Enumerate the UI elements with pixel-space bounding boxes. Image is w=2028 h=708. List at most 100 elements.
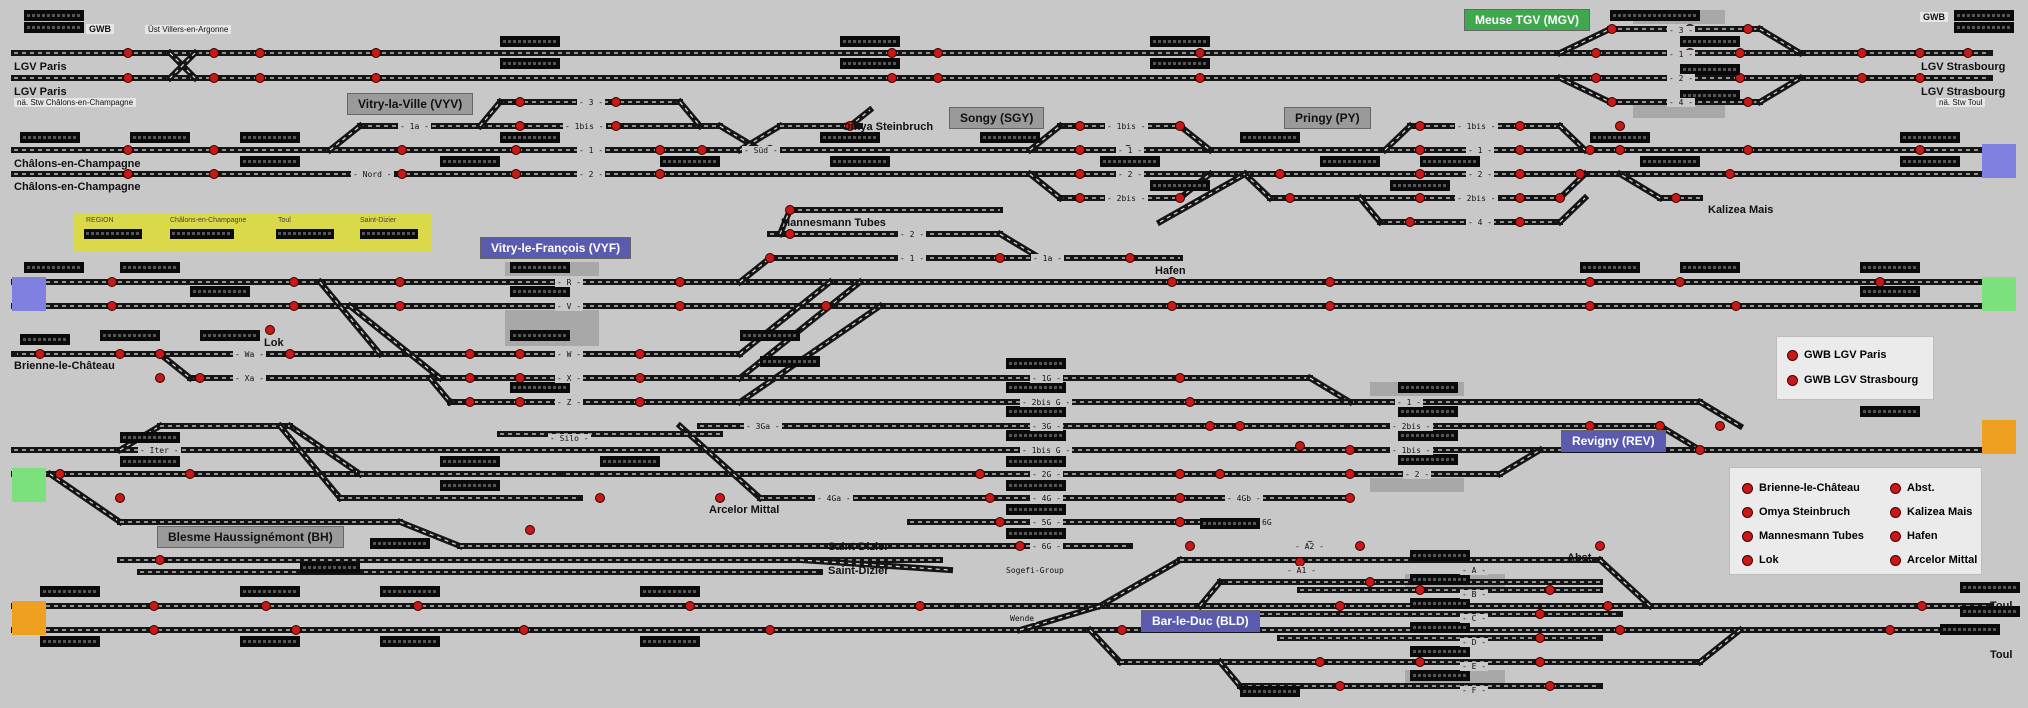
- station-pringy[interactable]: Pringy (PY): [1284, 107, 1371, 129]
- signal-icon[interactable]: [1167, 277, 1177, 287]
- signal-icon[interactable]: [655, 145, 665, 155]
- gwb-legend-item[interactable]: GWB LGV Paris: [1787, 349, 1887, 361]
- signal-icon[interactable]: [635, 397, 645, 407]
- signal-icon[interactable]: [1235, 421, 1245, 431]
- signal-icon[interactable]: [123, 145, 133, 155]
- signal-icon[interactable]: [255, 48, 265, 58]
- signal-icon[interactable]: [1175, 373, 1185, 383]
- track-segment[interactable]: [735, 301, 885, 407]
- signal-icon[interactable]: [255, 73, 265, 83]
- signal-icon[interactable]: [1857, 48, 1867, 58]
- track-segment[interactable]: [1025, 121, 1065, 155]
- dest-legend-item[interactable]: Abst.: [1890, 482, 1935, 494]
- signal-icon[interactable]: [1725, 169, 1735, 179]
- signal-icon[interactable]: [519, 625, 529, 635]
- signal-icon[interactable]: [845, 121, 855, 131]
- signal-icon[interactable]: [1915, 145, 1925, 155]
- signal-icon[interactable]: [1075, 121, 1085, 131]
- track-segment[interactable]: [796, 556, 954, 574]
- signal-icon[interactable]: [395, 277, 405, 287]
- track-segment[interactable]: [1755, 73, 1805, 107]
- signal-icon[interactable]: [1345, 469, 1355, 479]
- signal-icon[interactable]: [185, 469, 195, 479]
- signal-icon[interactable]: [1185, 541, 1195, 551]
- signal-icon[interactable]: [1365, 577, 1375, 587]
- signal-icon[interactable]: [1335, 601, 1345, 611]
- signal-icon[interactable]: [511, 169, 521, 179]
- track-segment[interactable]: [1240, 169, 1275, 203]
- track-segment[interactable]: [475, 97, 505, 131]
- signal-icon[interactable]: [1125, 253, 1135, 263]
- signal-icon[interactable]: [675, 277, 685, 287]
- region-display-saint-dizier[interactable]: [360, 229, 418, 239]
- signal-icon[interactable]: [1117, 625, 1127, 635]
- track-segment[interactable]: [1595, 555, 1655, 611]
- signal-icon[interactable]: [1735, 48, 1745, 58]
- signal-icon[interactable]: [1175, 193, 1185, 203]
- signal-icon[interactable]: [1355, 541, 1365, 551]
- signal-icon[interactable]: [195, 373, 205, 383]
- signal-icon[interactable]: [1515, 193, 1525, 203]
- dest-legend-item[interactable]: Lok: [1742, 554, 1779, 566]
- signal-icon[interactable]: [1743, 97, 1753, 107]
- signal-icon[interactable]: [1963, 48, 1973, 58]
- signal-icon[interactable]: [697, 145, 707, 155]
- signal-icon[interactable]: [1015, 541, 1025, 551]
- signal-icon[interactable]: [1917, 601, 1927, 611]
- track-segment[interactable]: [1555, 121, 1590, 155]
- signal-icon[interactable]: [933, 73, 943, 83]
- signal-icon[interactable]: [1535, 609, 1545, 619]
- signal-icon[interactable]: [1345, 493, 1355, 503]
- track-segment[interactable]: [735, 253, 775, 287]
- signal-icon[interactable]: [1555, 193, 1565, 203]
- signal-icon[interactable]: [1715, 421, 1725, 431]
- signal-icon[interactable]: [995, 517, 1005, 527]
- signal-icon[interactable]: [149, 625, 159, 635]
- signal-icon[interactable]: [371, 48, 381, 58]
- region-display-chalons[interactable]: [170, 229, 234, 239]
- signal-icon[interactable]: [1205, 421, 1215, 431]
- signal-icon[interactable]: [1195, 73, 1205, 83]
- signal-icon[interactable]: [265, 325, 275, 335]
- dest-legend-item[interactable]: Arcelor Mittal: [1890, 554, 1977, 566]
- signal-icon[interactable]: [413, 601, 423, 611]
- signal-icon[interactable]: [975, 469, 985, 479]
- track-segment[interactable]: [1555, 73, 1615, 107]
- signal-icon[interactable]: [1325, 301, 1335, 311]
- track-segment[interactable]: [275, 421, 345, 503]
- track-segment[interactable]: [1555, 24, 1615, 58]
- signal-icon[interactable]: [1545, 585, 1555, 595]
- signal-icon[interactable]: [1415, 585, 1425, 595]
- station-bar-le-duc[interactable]: Bar-le-Duc (BLD): [1141, 610, 1260, 632]
- signal-icon[interactable]: [1515, 121, 1525, 131]
- signal-icon[interactable]: [611, 121, 621, 131]
- signal-icon[interactable]: [395, 301, 405, 311]
- track-segment[interactable]: [1555, 193, 1590, 227]
- signal-icon[interactable]: [515, 97, 525, 107]
- signal-icon[interactable]: [1515, 169, 1525, 179]
- signal-icon[interactable]: [887, 48, 897, 58]
- exit-marker-green-right[interactable]: [1982, 277, 2016, 311]
- signal-icon[interactable]: [655, 169, 665, 179]
- signal-icon[interactable]: [1675, 277, 1685, 287]
- signal-icon[interactable]: [1075, 145, 1085, 155]
- track-segment[interactable]: [1355, 193, 1385, 227]
- track-segment[interactable]: [285, 421, 365, 479]
- track-segment[interactable]: [675, 97, 705, 131]
- dest-legend-item[interactable]: Omya Steinbruch: [1742, 506, 1850, 518]
- dest-legend-item[interactable]: Brienne-le-Château: [1742, 482, 1860, 494]
- signal-icon[interactable]: [155, 373, 165, 383]
- signal-icon[interactable]: [985, 493, 995, 503]
- signal-icon[interactable]: [285, 349, 295, 359]
- signal-icon[interactable]: [1075, 169, 1085, 179]
- signal-icon[interactable]: [1591, 48, 1601, 58]
- track-segment[interactable]: [425, 373, 455, 407]
- track-segment[interactable]: [315, 277, 385, 359]
- signal-icon[interactable]: [595, 493, 605, 503]
- signal-icon[interactable]: [1345, 445, 1355, 455]
- signal-icon[interactable]: [1857, 73, 1867, 83]
- signal-icon[interactable]: [1575, 169, 1585, 179]
- signal-icon[interactable]: [371, 73, 381, 83]
- track-segment[interactable]: [735, 277, 835, 359]
- signal-icon[interactable]: [1695, 445, 1705, 455]
